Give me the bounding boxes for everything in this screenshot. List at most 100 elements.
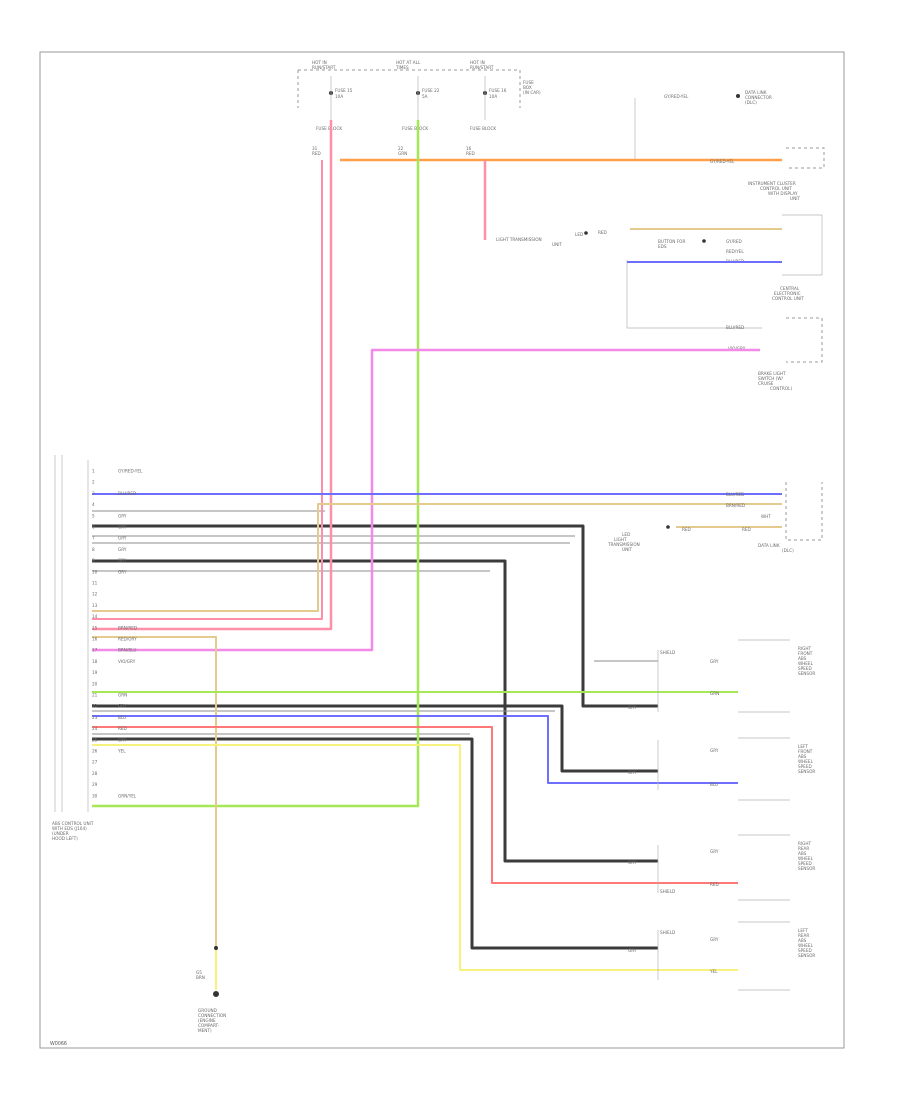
module-wire-code: VIO/GRY xyxy=(118,659,136,664)
svg-text:BUTTON FOR: BUTTON FOR xyxy=(658,239,685,244)
module-pin-number: 12 xyxy=(92,592,98,597)
sensor-3-label: SENSOR xyxy=(798,866,815,871)
wire-pink-1 xyxy=(92,120,333,631)
module-pin-number: 15 xyxy=(92,625,98,630)
svg-text:(DLC): (DLC) xyxy=(745,100,757,105)
module-pin-number: 16 xyxy=(92,637,98,642)
svg-text:GRY: GRY xyxy=(710,748,719,753)
svg-text:LEFT: LEFT xyxy=(798,744,808,749)
svg-text:(ENGINE: (ENGINE xyxy=(198,1018,216,1023)
svg-text:CENTRAL: CENTRAL xyxy=(780,286,800,291)
svg-text:HOT IN: HOT IN xyxy=(312,60,327,65)
svg-text:UNIT: UNIT xyxy=(622,547,632,552)
svg-text:REAR: REAR xyxy=(798,846,809,851)
svg-text:RIGHT: RIGHT xyxy=(798,841,812,846)
svg-text:CONNECTOR: CONNECTOR xyxy=(745,95,772,100)
svg-text:RED: RED xyxy=(466,151,475,156)
svg-text:LED: LED xyxy=(575,232,583,237)
svg-text:(DLC): (DLC) xyxy=(782,548,794,553)
svg-text:SPEED: SPEED xyxy=(798,764,812,769)
module-pin-number: 20 xyxy=(92,681,98,686)
svg-text:CONTROL): CONTROL) xyxy=(770,386,792,391)
svg-text:CONNECTION: CONNECTION xyxy=(198,1013,226,1018)
module-pin-number: 5 xyxy=(92,513,95,518)
module-pin-number: 24 xyxy=(92,726,98,731)
svg-text:SPEED: SPEED xyxy=(798,666,812,671)
wire-green-supply xyxy=(92,120,420,808)
pin-mid-label: 22 xyxy=(398,146,404,151)
sensor-4: SHIELD GRY YEL GRY LEFT REAR ABS WHEEL S… xyxy=(628,921,815,991)
svg-text:TRANSMISSION: TRANSMISSION xyxy=(607,542,640,547)
sensor-2: GRY BLU GRY LEFT FRONT ABS WHEEL SPEED S… xyxy=(628,737,815,801)
module-wire-code: BRN/RED xyxy=(118,625,137,630)
module-pin-number: 27 xyxy=(92,760,98,765)
control-module: ABS CONTROL UNIT WITH EDS (J104) (UNDER … xyxy=(52,455,143,841)
module-pin-number: 8 xyxy=(92,547,95,552)
module-wire-code: GRY xyxy=(118,737,127,742)
module-pin-number: 1 xyxy=(92,469,95,474)
svg-text:FRONT: FRONT xyxy=(798,749,813,754)
module-pin-number: 11 xyxy=(92,581,98,586)
svg-text:BRN: BRN xyxy=(196,975,205,980)
module-pin-number: 2 xyxy=(92,480,95,485)
svg-text:RED/YEL: RED/YEL xyxy=(726,249,744,254)
module-wire-code: GRY xyxy=(118,536,127,541)
svg-text:GRY: GRY xyxy=(710,849,719,854)
svg-text:FRONT: FRONT xyxy=(798,651,813,656)
svg-text:WHEEL: WHEEL xyxy=(798,759,814,764)
svg-text:RUN/START: RUN/START xyxy=(470,65,494,70)
module-pin-number: 4 xyxy=(92,502,95,507)
svg-text:GY/RED-YEL: GY/RED-YEL xyxy=(710,159,735,164)
module-pin-number: 10 xyxy=(92,569,98,574)
svg-text:EDS: EDS xyxy=(658,244,667,249)
module-wire-code: GY/RED-YEL xyxy=(118,469,143,474)
module-wire-codes: GY/RED-YELBLU/REDGRYGRYGRYGRYGRYGRYBRN/R… xyxy=(117,469,143,799)
svg-text:GRY: GRY xyxy=(628,705,637,710)
wire-dark-3 xyxy=(92,704,658,773)
module-pin-number: 9 xyxy=(92,558,95,563)
svg-text:BRAKE LIGHT: BRAKE LIGHT xyxy=(758,371,786,376)
svg-text:SHIELD: SHIELD xyxy=(660,650,675,655)
svg-text:CONTROL UNIT: CONTROL UNIT xyxy=(760,186,792,191)
pin-left-label: 31 xyxy=(312,146,318,151)
footer-code: W0066 xyxy=(50,1041,67,1047)
svg-text:SHIELD: SHIELD xyxy=(660,889,675,894)
module-pin-number: 22 xyxy=(92,704,98,709)
module-wire-code: GRY xyxy=(118,547,127,552)
module-pin-number: 14 xyxy=(92,614,98,619)
svg-text:WHEEL: WHEEL xyxy=(798,661,814,666)
fuse-right-label: FUSE 16 xyxy=(489,88,507,93)
module-wire-code: YEL xyxy=(117,749,126,754)
svg-text:REAR: REAR xyxy=(798,933,809,938)
wires xyxy=(92,120,782,990)
module-wire-code: GRN/YEL xyxy=(118,793,137,798)
module-pin-number: 13 xyxy=(92,603,98,608)
sensor-2-label: SENSOR xyxy=(798,769,815,774)
svg-text:ABS: ABS xyxy=(798,851,807,856)
wire-pink-3 xyxy=(92,160,323,620)
svg-text:GY/RED-YEL: GY/RED-YEL xyxy=(664,94,689,99)
top-right-components: GY/RED-YEL DATA LINK CONNECTOR (DLC) INS… xyxy=(496,90,825,391)
sensor-1-label: SENSOR xyxy=(798,671,815,676)
module-wire-code: GRN xyxy=(118,693,127,698)
svg-text:WHEEL: WHEEL xyxy=(798,856,814,861)
svg-text:GRN: GRN xyxy=(710,691,719,696)
svg-text:BOX: BOX xyxy=(523,85,532,90)
svg-text:LIGHT: LIGHT xyxy=(614,537,627,542)
svg-text:ABS: ABS xyxy=(798,754,807,759)
svg-text:RED: RED xyxy=(312,151,321,156)
svg-text:CONTROL UNIT: CONTROL UNIT xyxy=(772,296,804,301)
module-pin-number: 29 xyxy=(92,782,98,787)
svg-text:WITH EDS (J104): WITH EDS (J104) xyxy=(52,826,87,831)
svg-text:SPEED: SPEED xyxy=(798,948,812,953)
svg-text:10A: 10A xyxy=(335,94,343,99)
svg-text:BRN/RED: BRN/RED xyxy=(726,503,745,508)
module-pin-number: 19 xyxy=(92,670,98,675)
fuse-left: FUSE 15 10A FUSE BLOCK xyxy=(316,76,353,131)
module-pin-number: 17 xyxy=(92,648,98,653)
svg-text:GRY: GRY xyxy=(628,770,637,775)
svg-text:ELECTRONIC: ELECTRONIC xyxy=(774,291,801,296)
fuse-left-label: FUSE 15 xyxy=(335,88,353,93)
svg-text:RED: RED xyxy=(682,527,691,532)
